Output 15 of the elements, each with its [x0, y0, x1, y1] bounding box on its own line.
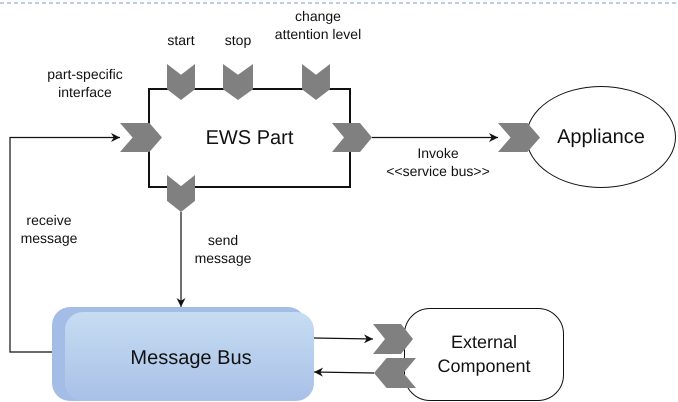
component-box — [148, 88, 351, 188]
arrow — [9, 133, 120, 353]
port-label: start — [166, 32, 196, 50]
component-box — [404, 308, 564, 401]
node-label: Message Bus — [130, 346, 252, 370]
port-label: part-specific interface — [46, 66, 124, 101]
node-label: External Component — [436, 331, 532, 378]
arrow — [314, 334, 374, 344]
arrow — [314, 368, 374, 377]
node-label: Appliance — [557, 126, 645, 148]
arrow — [176, 212, 186, 307]
node-label: EWS Part — [206, 126, 294, 150]
port-label: stop — [224, 32, 252, 50]
port-label: change attention level — [274, 8, 362, 43]
arrow — [372, 133, 498, 142]
